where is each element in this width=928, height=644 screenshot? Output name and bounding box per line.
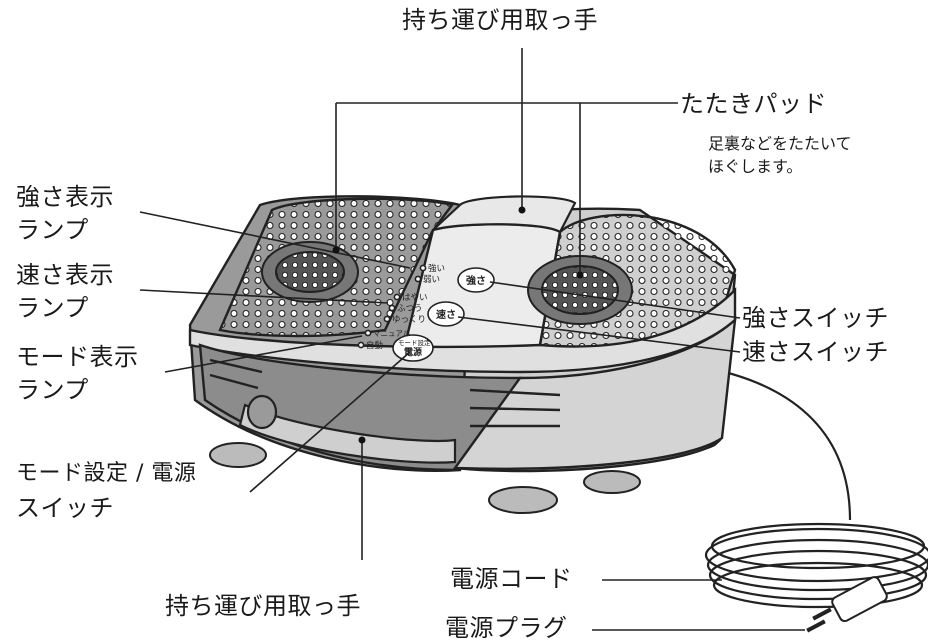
leader-lines xyxy=(139,48,805,631)
carry-handle-top xyxy=(432,195,577,234)
panel-btn-strength: 強さ xyxy=(466,274,486,287)
leader-dots xyxy=(332,206,584,444)
massager-body xyxy=(188,195,737,473)
panel-label-auto: 自動 xyxy=(366,340,383,351)
speed-lamp-normal xyxy=(388,304,396,312)
label-speed-lamp-2: ランプ xyxy=(16,294,89,322)
label-mode-lamp-1: モード表示 xyxy=(16,343,139,371)
tapping-pad-left xyxy=(261,241,359,303)
mode-lamp-manual xyxy=(364,329,372,337)
speed-lamp-fast xyxy=(393,293,401,301)
label-speed-switch: 速さスイッチ xyxy=(742,338,889,366)
panel-label-strong: 強い xyxy=(428,263,445,274)
carry-handle-front xyxy=(238,394,457,464)
panel-label-slow: ゆっくり xyxy=(392,315,426,325)
panel-label-fast: はやい xyxy=(402,293,428,303)
label-mode-power-switch-2: スイッチ xyxy=(16,494,114,522)
label-mode-power-switch-1: モード設定 / 電源 xyxy=(16,461,197,486)
panel-btn-mode: モード設定 xyxy=(398,338,431,347)
label-tapping-pad: たたきパッド xyxy=(680,90,827,118)
panel-label-weak: 弱い xyxy=(423,275,440,285)
note-tapping-pad-1: 足裏などをたたいて xyxy=(708,134,852,153)
panel-label-normal: ふつう xyxy=(397,304,423,314)
label-power-plug: 電源プラグ xyxy=(445,614,568,642)
panel-labels: 強い 弱い はやい ふつう ゆっくり マニュアル 自動 強さ 速さ モード設定 … xyxy=(366,263,486,358)
note-tapping-pad-2: ほぐします。 xyxy=(708,157,803,176)
label-speed-lamp-1: 速さ表示 xyxy=(16,261,114,289)
label-mode-lamp-2: ランプ xyxy=(16,376,89,404)
strength-lamp-strong xyxy=(419,264,427,272)
label-strength-switch: 強さスイッチ xyxy=(742,304,889,332)
label-strength-lamp-1: 強さ表示 xyxy=(16,183,114,211)
speed-button[interactable] xyxy=(427,301,465,327)
label-strength-lamp-2: ランプ xyxy=(16,216,89,244)
panel-btn-speed: 速さ xyxy=(436,308,456,321)
mode-power-button[interactable] xyxy=(392,334,434,362)
label-carry-handle-top: 持ち運び用取っ手 xyxy=(402,6,598,34)
mode-lamp-auto xyxy=(357,341,365,349)
power-plug xyxy=(806,576,888,633)
speed-lamp-slow xyxy=(383,315,391,323)
label-carry-handle-bottom: 持ち運び用取っ手 xyxy=(165,592,361,620)
control-panel xyxy=(357,264,495,362)
strength-button[interactable] xyxy=(457,267,495,293)
panel-btn-power: 電源 xyxy=(404,346,422,358)
strength-lamp-weak xyxy=(414,275,422,283)
power-cord xyxy=(689,363,928,611)
panel-label-manual: マニュアル xyxy=(373,329,411,338)
label-power-cord: 電源コード xyxy=(450,565,573,593)
